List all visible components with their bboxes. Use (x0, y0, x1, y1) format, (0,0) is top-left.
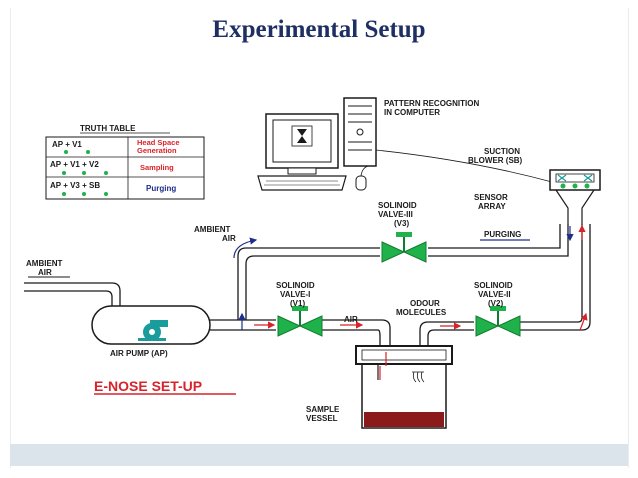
valve-3-label-2: VALVE-III (378, 210, 413, 219)
valve-2 (475, 306, 521, 337)
air-label: AIR (344, 315, 358, 324)
sensor-array (549, 169, 601, 224)
slide-title: Experimental Setup (212, 16, 426, 43)
truth-table-row-1-function-1: Head Space (137, 138, 180, 147)
sensor-array-label-2: ARRAY (478, 202, 506, 211)
truth-table-row-2-function: Sampling (140, 163, 174, 172)
flow-arrows (28, 224, 588, 366)
valve-2-label-3: (V2) (488, 299, 503, 308)
truth-table-row-2-inputs: AP + V1 + V2 (50, 160, 99, 169)
suction-blower-label-2: BLOWER (SB) (468, 156, 523, 165)
sensor-array-label-1: SENSOR (474, 193, 508, 202)
ambient-air-left-label-2: AIR (38, 268, 52, 277)
truth-table-row-3-inputs: AP + V3 + SB (50, 181, 100, 190)
truth-table-row-3-function: Purging (146, 184, 176, 193)
sample-vessel (355, 345, 453, 429)
air-pump (91, 305, 211, 345)
suction-blower-label-1: SUCTION (484, 147, 520, 156)
sample-vessel-label-1: SAMPLE (306, 405, 340, 414)
valve-1 (277, 306, 323, 337)
valve-3-label-1: SOLINOID (378, 201, 417, 210)
truth-table-grid (45, 136, 205, 200)
sample-vessel-label-2: VESSEL (306, 414, 338, 423)
computer-label-2: IN COMPUTER (384, 108, 440, 117)
odour-label-2: MOLECULES (396, 308, 447, 317)
pipe-network (24, 224, 591, 346)
ambient-air-top-label-1: AMBIENT (194, 225, 231, 234)
slide-footer-bar (10, 444, 628, 466)
ambient-air-top-label-2: AIR (222, 234, 236, 243)
truth-table: TRUTH TABLE AP + V1 Head Space Generatio… (45, 124, 205, 200)
enose-setup-label: E-NOSE SET-UP (94, 378, 202, 394)
valve-2-label-1: SOLINOID (474, 281, 513, 290)
purging-label: PURGING (484, 230, 521, 239)
valve-2-label-2: VALVE-II (478, 290, 511, 299)
computer (257, 97, 553, 191)
truth-table-heading: TRUTH TABLE (80, 124, 136, 133)
valve-1-label-1: SOLINOID (276, 281, 315, 290)
truth-table-row-1-inputs: AP + V1 (52, 140, 82, 149)
valve-3-label-3: (V3) (394, 219, 409, 228)
odour-label-1: ODOUR (410, 299, 440, 308)
air-pump-label: AIR PUMP (AP) (110, 349, 168, 358)
truth-table-row-1-function-2: Generation (137, 146, 177, 155)
valve-1-label-3: (V1) (290, 299, 305, 308)
computer-label-1: PATTERN RECOGNITION (384, 99, 479, 108)
slide-frame (10, 8, 629, 468)
valve-1-label-2: VALVE-I (280, 290, 310, 299)
ambient-air-left-label-1: AMBIENT (26, 259, 63, 268)
valve-3 (381, 232, 427, 263)
